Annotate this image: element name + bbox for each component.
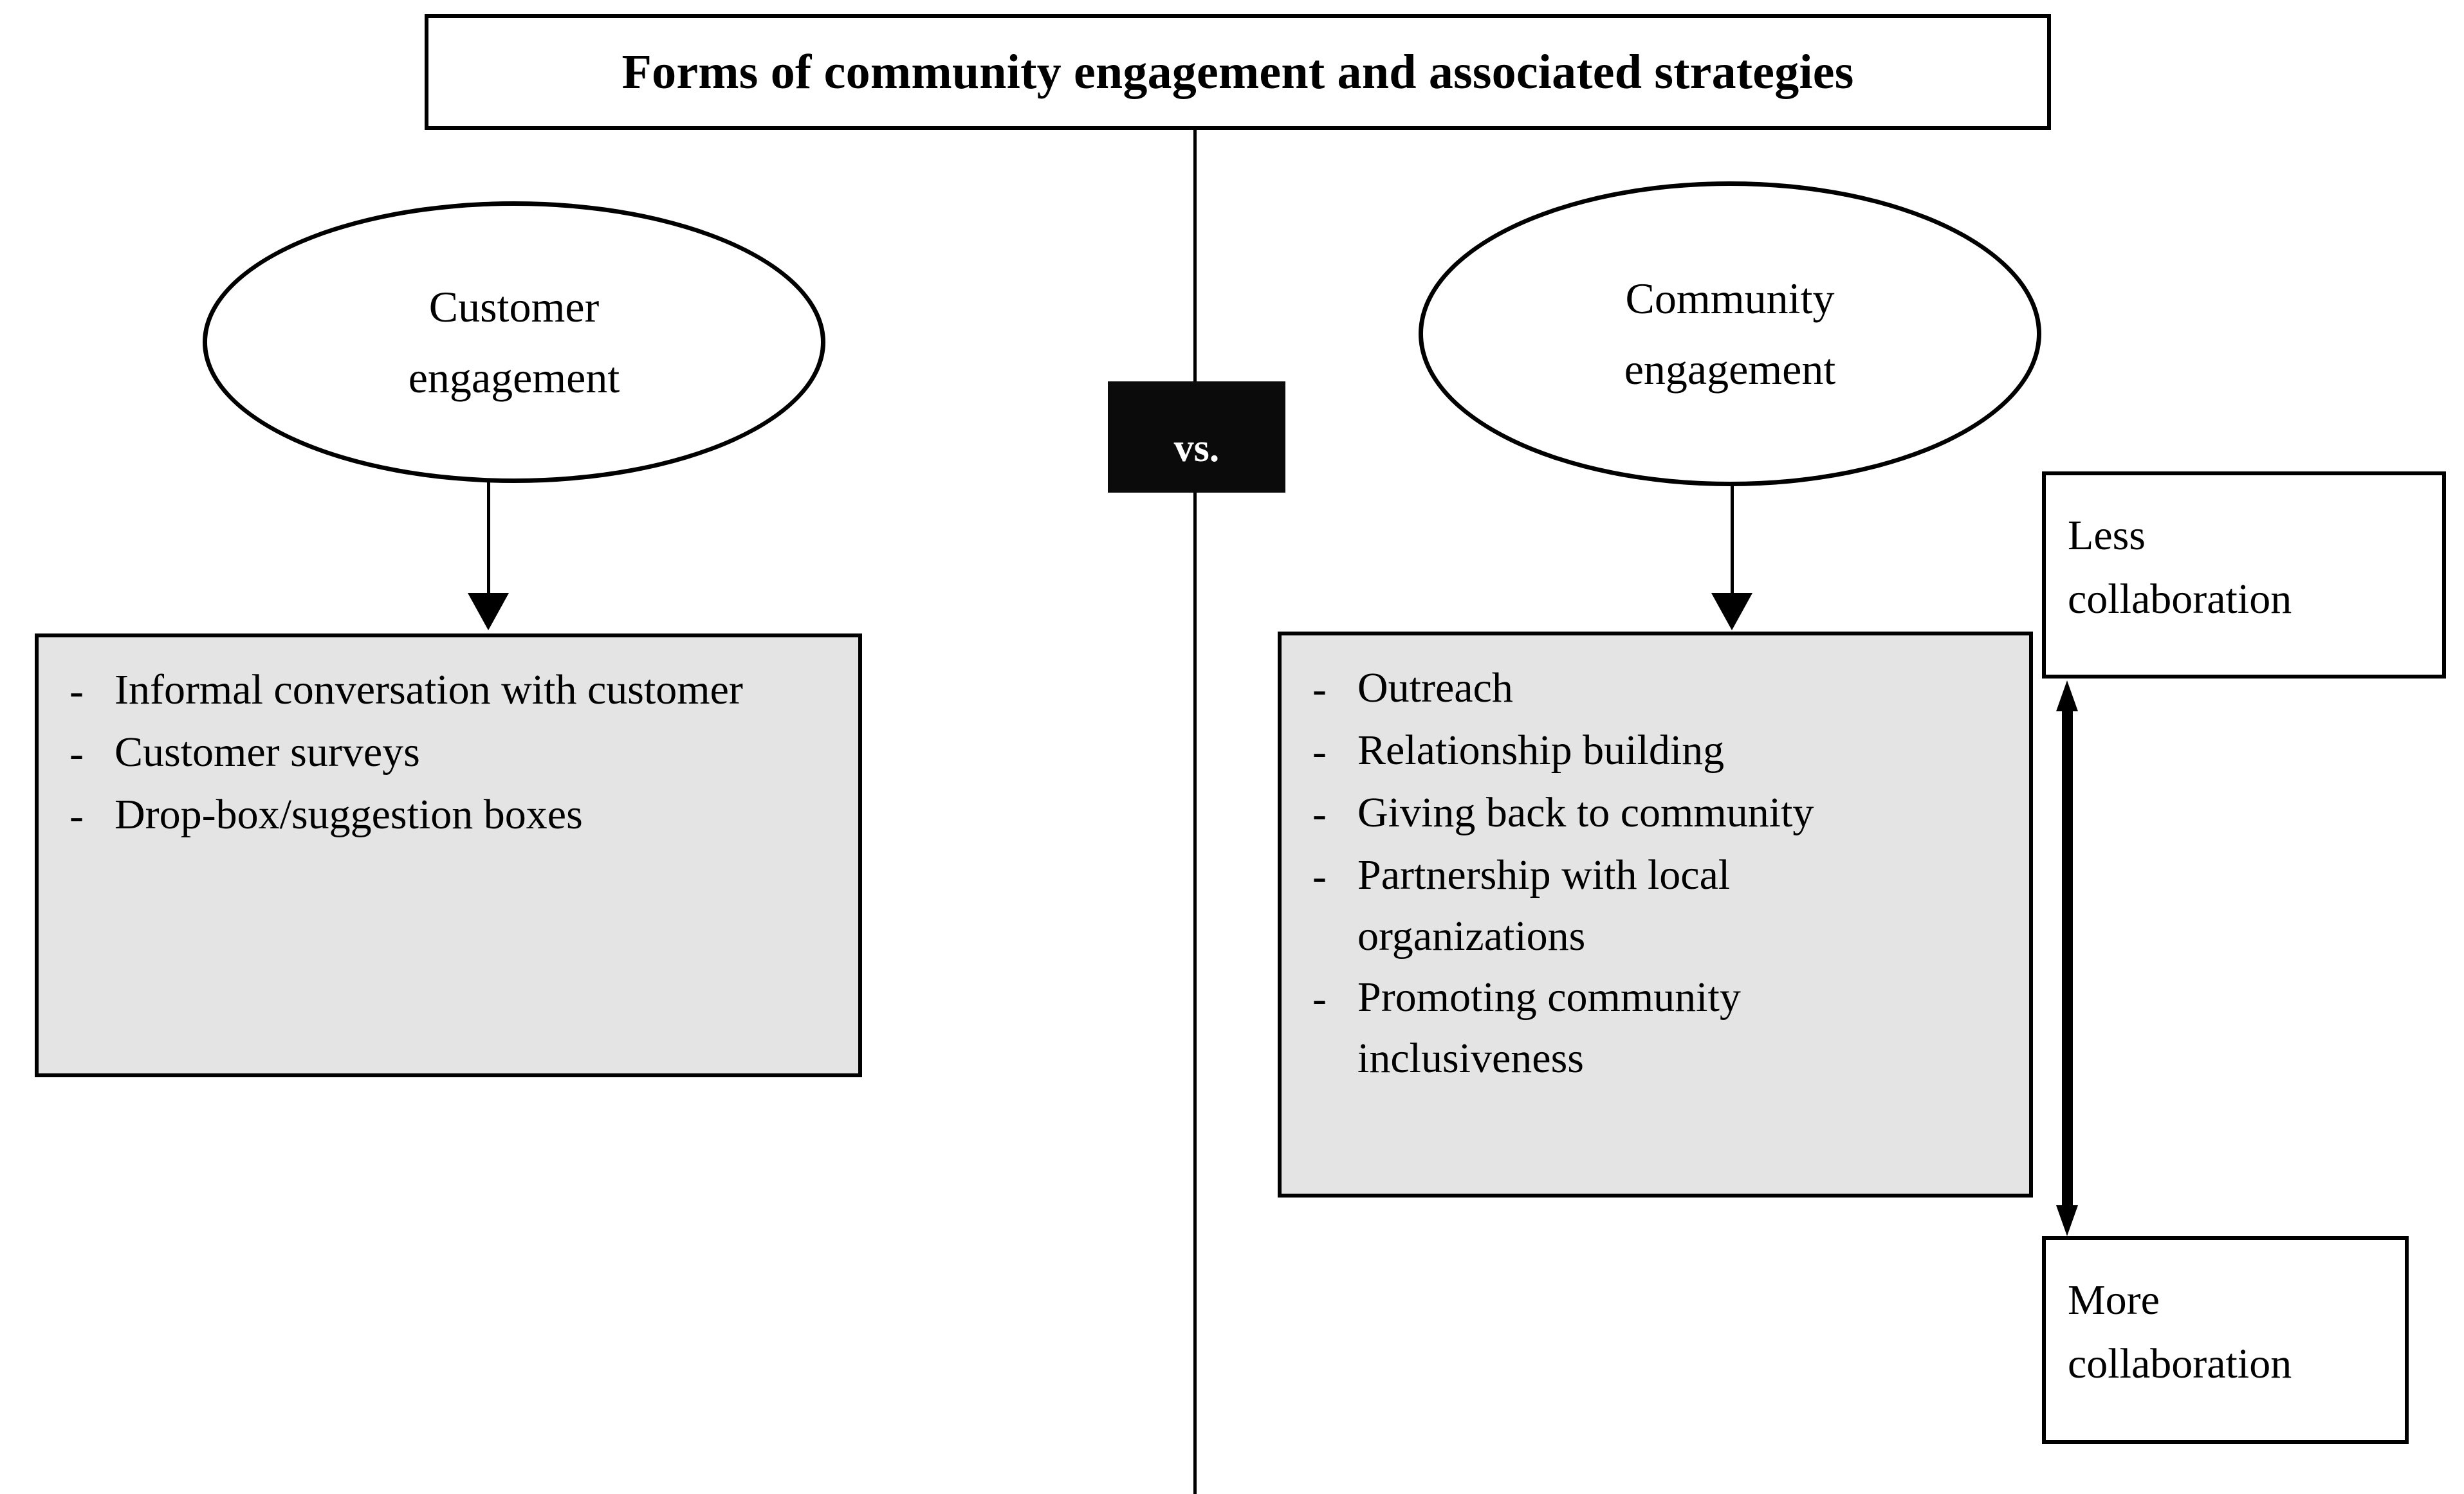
center-divider-line [1193,130,1197,1494]
list-item: - Outreach [1282,657,2029,720]
list-item: - Relationship building [1282,720,2029,782]
node-customer-engagement-line1: Customer [428,282,600,331]
strategy-text: Customer surveys [115,729,420,776]
strategies-panel-community: - Outreach - Relationship building - Giv… [1278,632,2033,1198]
strategy-text: Relationship building [1357,727,1725,774]
bullet-dash: - [69,792,84,840]
strategy-text: Partnership with local organizations [1357,852,1731,960]
collaboration-scale-arrow-icon [2056,680,2078,1236]
bullet-dash: - [69,730,84,778]
list-item: - Drop-box/suggestion boxes [39,784,858,846]
node-community-engagement-line1: Community [1625,273,1835,323]
node-customer-engagement: Customer engagement [203,201,825,483]
bullet-dash: - [1312,666,1327,713]
node-customer-engagement-line2: engagement [408,353,620,402]
strategy-text: Informal conversation with customer [115,666,743,713]
scale-less-line1: Less [2068,512,2146,559]
bullet-dash: - [1312,975,1327,1023]
list-item: - Informal conversation with customer [39,659,858,722]
scale-more-line1: More [2068,1277,2160,1324]
strategy-text: Giving back to community [1357,789,1814,837]
strategy-text: Drop-box/suggestion boxes [115,791,583,839]
list-item: - Customer surveys [39,722,858,784]
bullet-dash: - [1312,853,1327,900]
diagram-title-box: Forms of community engagement and associ… [425,14,2051,130]
list-item: - Partnership with local organizations [1282,844,2029,967]
strategy-text: Promoting community inclusiveness [1357,974,1741,1082]
strategy-text: Outreach [1357,664,1513,711]
versus-badge: vs. [1108,381,1285,493]
strategies-panel-customer: - Informal conversation with customer - … [35,633,862,1077]
scale-more-line2: collaboration [2068,1340,2292,1387]
node-community-engagement: Community engagement [1419,181,2041,486]
list-item: - Promoting community inclusiveness [1282,967,2029,1089]
scale-label-less-collaboration: Less collaboration [2042,471,2446,679]
bullet-dash: - [1312,790,1327,838]
bullet-dash: - [69,668,84,715]
list-item: - Giving back to community [1282,782,2029,844]
scale-less-line2: collaboration [2068,576,2292,623]
versus-label: vs. [1173,426,1220,470]
bullet-dash: - [1312,728,1327,776]
node-community-engagement-line2: engagement [1624,345,1836,394]
scale-label-more-collaboration: More collaboration [2042,1236,2409,1444]
diagram-title: Forms of community engagement and associ… [621,44,1854,99]
